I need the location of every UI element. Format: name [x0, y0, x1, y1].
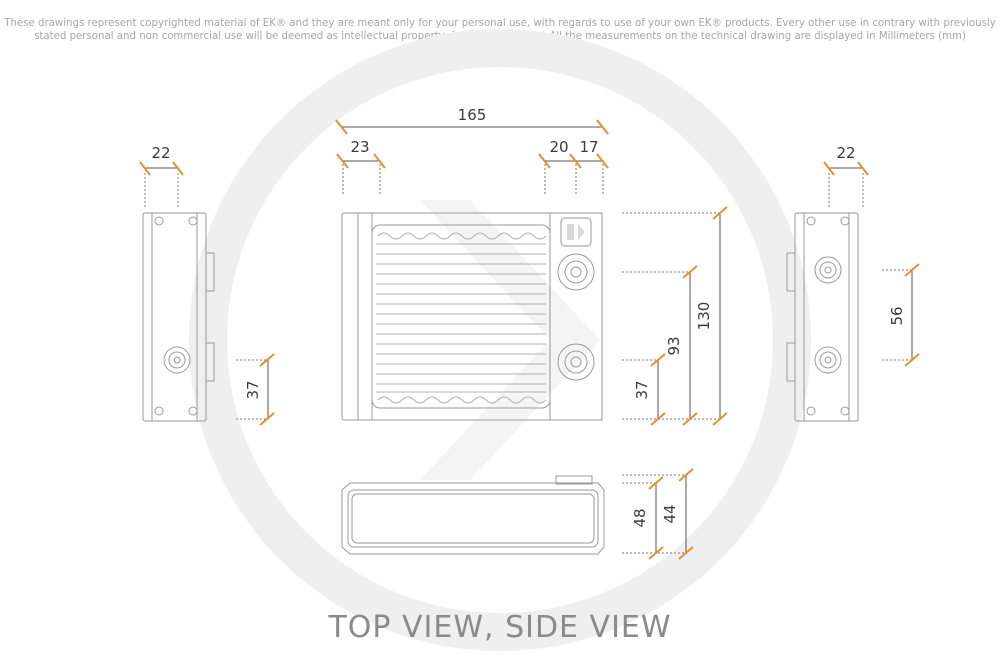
left-end-view: [142, 212, 215, 422]
side-height-dimensions: 48 44: [622, 468, 694, 560]
ek-watermark-logo: [189, 29, 811, 651]
front-width-dimensions: 165 23 20 17: [335, 106, 609, 195]
dim-left-width: 22: [151, 144, 170, 162]
dim-right-width: 22: [836, 144, 855, 162]
front-view-radiator: [341, 212, 603, 421]
dim-front-height: 130: [695, 302, 713, 331]
dim-front-width: 165: [458, 106, 487, 124]
radiator-fins: [376, 232, 547, 404]
dim-side-core-height: 44: [661, 504, 679, 523]
dim-left-port-height: 37: [244, 380, 262, 399]
dim-front-port-height: 37: [633, 380, 651, 399]
dim-front-left-offset: 23: [350, 138, 369, 156]
left-port-dimension: 37: [236, 353, 275, 426]
view-caption: TOP VIEW, SIDE VIEW: [328, 610, 672, 645]
right-port-dimension: 56: [882, 263, 920, 367]
front-height-dimensions: 130 93 37: [622, 206, 728, 426]
dim-side-height: 48: [631, 508, 649, 527]
dim-front-right-offset-b: 17: [579, 138, 598, 156]
right-width-dimension: 22: [823, 144, 869, 208]
dim-front-port-spacing: 93: [665, 336, 683, 355]
dim-right-port-spacing: 56: [888, 306, 906, 325]
side-view-radiator: [341, 475, 605, 555]
dim-front-right-offset-a: 20: [549, 138, 568, 156]
ek-logo-icon: [567, 224, 585, 240]
right-end-view: [786, 212, 859, 422]
left-width-dimension: 22: [139, 144, 184, 208]
disclaimer-line-1: These drawings represent copyrighted mat…: [4, 18, 996, 29]
